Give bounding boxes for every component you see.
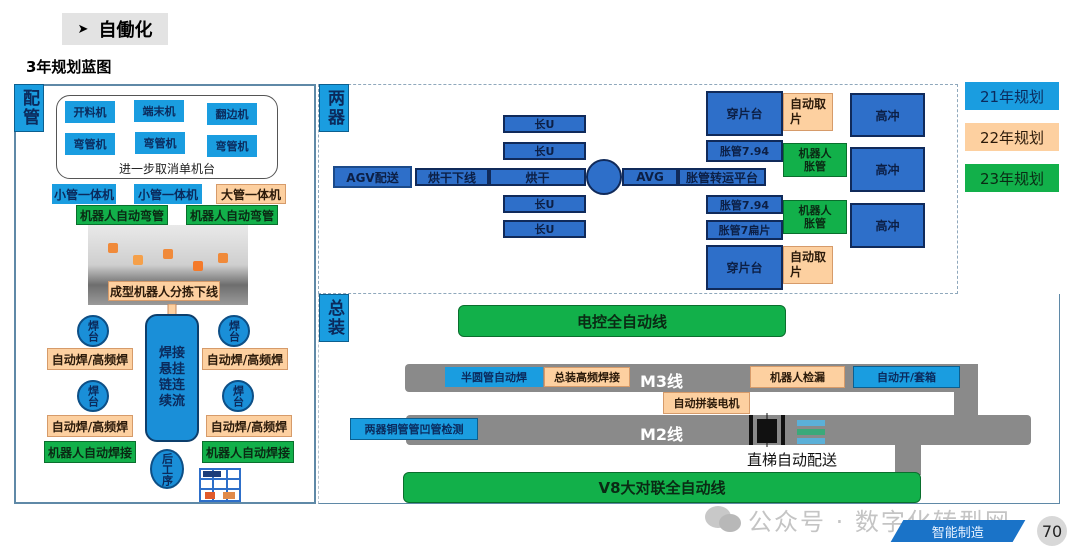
- v8-auto-line: V8大对联全自动线: [403, 472, 921, 503]
- post-process-station: 后工序: [150, 449, 184, 489]
- shelf-icon: [797, 420, 825, 444]
- assembly-hf-weld: 总装高频焊接: [544, 367, 630, 387]
- weld-station: 焊台: [218, 315, 250, 347]
- group-caption: 进一步取消单机台: [118, 161, 215, 176]
- machine-box: 弯管机: [207, 135, 257, 157]
- product-item: [163, 249, 173, 259]
- threading-table: 穿片台: [706, 91, 783, 136]
- piping-tag: 配管: [14, 84, 44, 132]
- dry-offline: 烘干下线: [415, 168, 489, 186]
- brand-tag: 智能制造: [890, 520, 1026, 542]
- brand-tag-label: 智能制造: [931, 525, 984, 541]
- robot-expand: 机器人胀管: [783, 200, 847, 234]
- auto-pick: 自动取片: [783, 93, 833, 131]
- long-u: 长U: [503, 115, 586, 133]
- two-devices-tag: 两器: [319, 84, 349, 132]
- m2-conveyor: [406, 415, 1031, 445]
- robot-expand: 机器人胀管: [783, 143, 847, 177]
- m2-line-label: M2线: [640, 425, 684, 444]
- long-u: 长U: [503, 195, 586, 213]
- high-punch: 高冲: [850, 93, 925, 137]
- legend-23: 23年规划: [965, 164, 1059, 192]
- section-title-box: ➤ 自働化: [62, 13, 168, 45]
- auto-box: 自动开/套箱: [853, 366, 960, 388]
- weld-station: 焊台: [77, 380, 109, 412]
- auto-pick: 自动取片: [783, 246, 833, 284]
- elevator-icon: [749, 413, 785, 447]
- robot-leak-test: 机器人检漏: [750, 366, 845, 388]
- m2-connector: [895, 445, 921, 475]
- long-u: 长U: [503, 142, 586, 160]
- wechat-icon: [703, 504, 743, 534]
- weld-station: 焊台: [222, 380, 254, 412]
- m3-line-label: M3线: [640, 372, 684, 391]
- machine-box: 弯管机: [65, 133, 115, 155]
- integrated-machine: 小管一体机: [52, 184, 116, 204]
- long-u: 长U: [503, 220, 586, 238]
- expand-794: 胀管7.94: [706, 140, 783, 162]
- photo-caption: 成型机器人分拣下线: [108, 281, 220, 301]
- expand-7-flat: 胀管7扁片: [706, 220, 783, 240]
- dry-stage: 烘干: [489, 168, 586, 186]
- product-item: [193, 261, 203, 271]
- storage-rack-icon: [199, 467, 241, 503]
- machine-box: 翻边机: [207, 103, 257, 125]
- product-item: [133, 255, 143, 265]
- assembly-panel: [318, 294, 1060, 504]
- auto-weld-box: 自动焊/高频焊: [202, 348, 288, 370]
- half-round-weld: 半圆管自动焊: [445, 367, 543, 387]
- page-number: 70: [1037, 516, 1067, 546]
- threading-table: 穿片台: [706, 245, 783, 290]
- high-punch: 高冲: [850, 203, 925, 248]
- machine-box: 弯管机: [135, 132, 185, 154]
- high-punch: 高冲: [850, 147, 925, 192]
- section-title: 自働化: [98, 20, 153, 41]
- dent-check: 两器铜管管凹管检测: [350, 418, 478, 440]
- avg-stage: AVG: [622, 168, 678, 186]
- robot-bending: 机器人自动弯管: [186, 205, 278, 225]
- weld-chain-label: 焊接悬挂链连续流: [158, 346, 185, 409]
- product-item: [108, 243, 118, 253]
- weld-chain-column: 焊接悬挂链连续流: [145, 314, 199, 442]
- legend-22: 22年规划: [965, 123, 1059, 151]
- machine-group: [56, 95, 278, 179]
- arrow-bullet-icon: ➤: [77, 21, 89, 37]
- assembly-tag: 总装: [319, 294, 349, 342]
- robot-welding: 机器人自动焊接: [44, 441, 136, 463]
- elevator-delivery-label: 直梯自动配送: [747, 451, 838, 469]
- integrated-machine: 大管一体机: [216, 184, 286, 204]
- machine-box: 端末机: [134, 100, 184, 122]
- page-subtitle: 3年规划蓝图: [26, 58, 112, 76]
- auto-weld-box: 自动焊/高频焊: [206, 415, 292, 437]
- transfer-hub: [586, 159, 622, 195]
- product-item: [218, 253, 228, 263]
- auto-weld-box: 自动焊/高频焊: [47, 348, 133, 370]
- weld-station: 焊台: [77, 315, 109, 347]
- robot-bending: 机器人自动弯管: [76, 205, 168, 225]
- integrated-machine: 小管一体机: [134, 184, 202, 204]
- auto-weld-box: 自动焊/高频焊: [47, 415, 133, 437]
- legend-21: 21年规划: [965, 82, 1059, 110]
- auto-motor-assembly: 自动拼装电机: [663, 392, 750, 414]
- expand-794: 胀管7.94: [706, 195, 783, 214]
- machine-box: 开料机: [65, 101, 115, 123]
- electric-control-line: 电控全自动线: [458, 305, 786, 337]
- agv-delivery: AGV配送: [333, 166, 412, 188]
- transfer-platform: 胀管转运平台: [678, 168, 766, 186]
- robot-welding: 机器人自动焊接: [202, 441, 294, 463]
